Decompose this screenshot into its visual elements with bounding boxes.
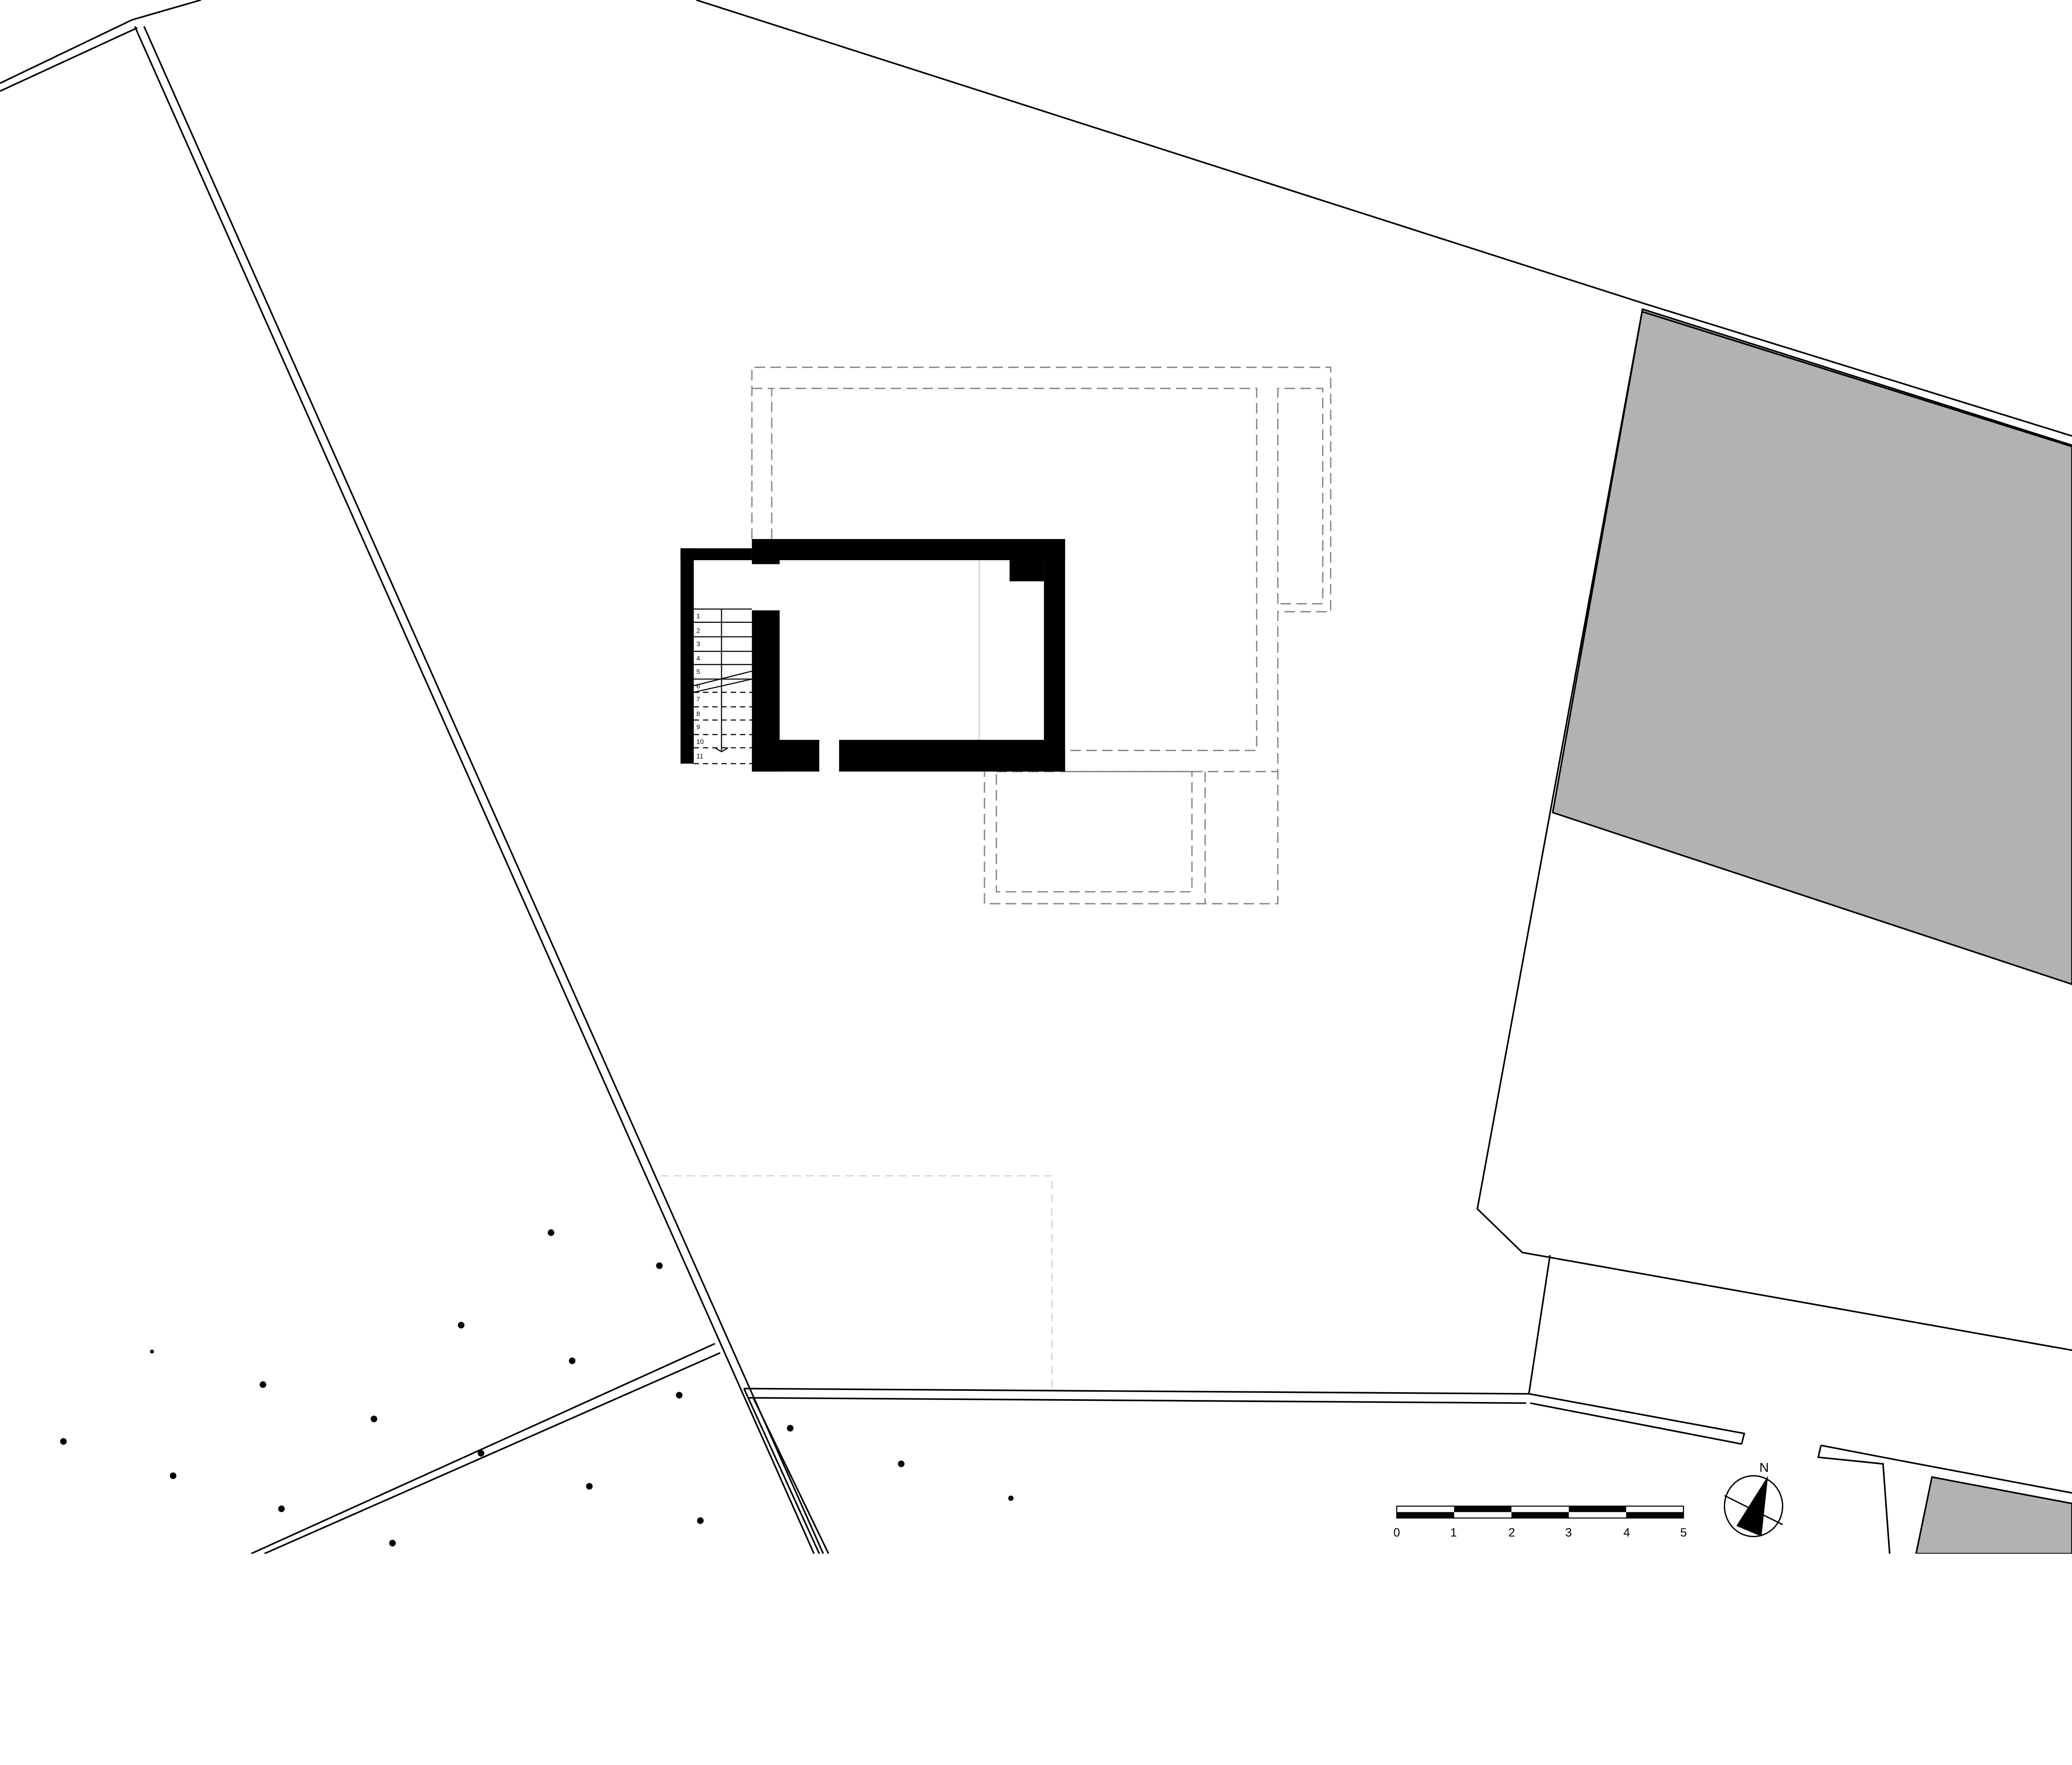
scale-label: 0 <box>1394 1526 1400 1540</box>
upper-floor-outline <box>751 366 1331 904</box>
stair-step-number: 7 <box>696 696 700 703</box>
north-arrow-icon: N <box>1723 1460 1784 1538</box>
stair-step-number: 3 <box>696 641 700 648</box>
neighbor-building-small <box>1915 1476 2072 1554</box>
north-label: N <box>1759 1460 1769 1475</box>
tree-dots <box>60 1229 1014 1547</box>
site-plan: 1 2 3 4 5 6 7 8 9 10 11 0 1 2 3 4 5 <box>0 0 2072 1554</box>
stair-step-number: 2 <box>696 627 700 634</box>
scale-label: 4 <box>1623 1526 1630 1540</box>
neighbor-building <box>1552 308 2072 985</box>
staircase: 1 2 3 4 5 6 7 8 9 10 11 <box>693 608 752 764</box>
stair-step-number: 1 <box>696 613 700 620</box>
building-walls <box>680 539 1065 772</box>
scale-label: 1 <box>1450 1526 1457 1540</box>
stair-step-number: 6 <box>696 683 700 690</box>
property-lines <box>0 0 2072 1554</box>
stair-step-number: 9 <box>696 724 700 731</box>
faint-outline <box>661 1175 1053 1388</box>
stair-step-number: 10 <box>696 738 704 745</box>
stair-step-number: 11 <box>696 753 703 760</box>
scale-bar: 0 1 2 3 4 5 <box>1394 1505 1687 1540</box>
scale-label: 5 <box>1680 1526 1687 1540</box>
scale-label: 2 <box>1508 1526 1515 1540</box>
stair-step-number: 8 <box>696 711 700 718</box>
stair-step-number: 4 <box>696 655 700 662</box>
stair-step-number: 5 <box>696 668 700 675</box>
scale-label: 3 <box>1565 1526 1572 1540</box>
